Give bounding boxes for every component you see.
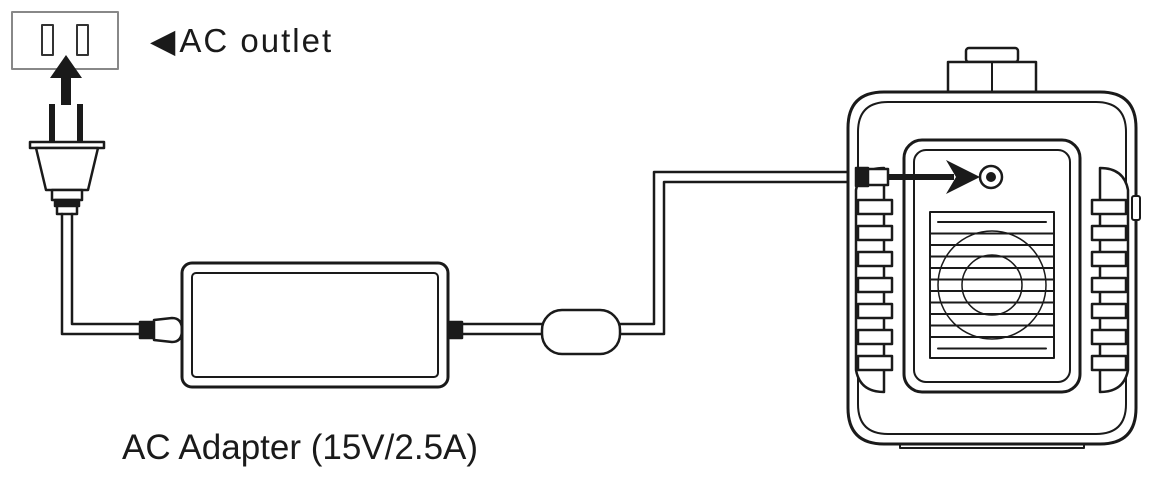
adapter-input-connector: [138, 316, 184, 344]
ac-outlet-label: ◀AC outlet: [150, 24, 333, 57]
dc-input-port: [978, 164, 1004, 190]
plug-in-arrow-icon: [50, 55, 82, 105]
grip-rib: [856, 354, 894, 372]
dc-plug: [854, 166, 890, 188]
grip-rib: [856, 250, 894, 268]
vent-grille: [929, 211, 1055, 359]
grip-rib: [1090, 302, 1128, 320]
grip-rib: [1090, 224, 1128, 242]
pointer-arrow-icon: ◀: [150, 22, 178, 59]
grip-rib: [1090, 250, 1128, 268]
grip-rib: [856, 302, 894, 320]
output-cable: [460, 170, 862, 336]
grip-rib: [856, 328, 894, 346]
left-side-grip: [854, 166, 894, 394]
grip-rib: [1090, 354, 1128, 372]
ac-outlet-text: AC outlet: [179, 22, 334, 59]
grip-rib: [1090, 328, 1128, 346]
power-brick-icon: [180, 261, 450, 389]
insert-arrow-icon: [888, 160, 980, 194]
grip-rib: [856, 198, 894, 216]
ferrite-core-icon: [540, 308, 622, 356]
ac-adapter-label: AC Adapter (15V/2.5A): [122, 428, 479, 467]
right-side-grip: [1090, 166, 1141, 394]
portable-power-station-icon: [846, 46, 1141, 449]
input-cable: [60, 212, 144, 336]
grip-rib: [856, 224, 894, 242]
adapter-output-connector: [446, 320, 464, 340]
grip-rib: [856, 276, 894, 294]
grip-rib: [1090, 198, 1128, 216]
power-plug-icon: [28, 104, 106, 216]
grip-rib: [1090, 276, 1128, 294]
